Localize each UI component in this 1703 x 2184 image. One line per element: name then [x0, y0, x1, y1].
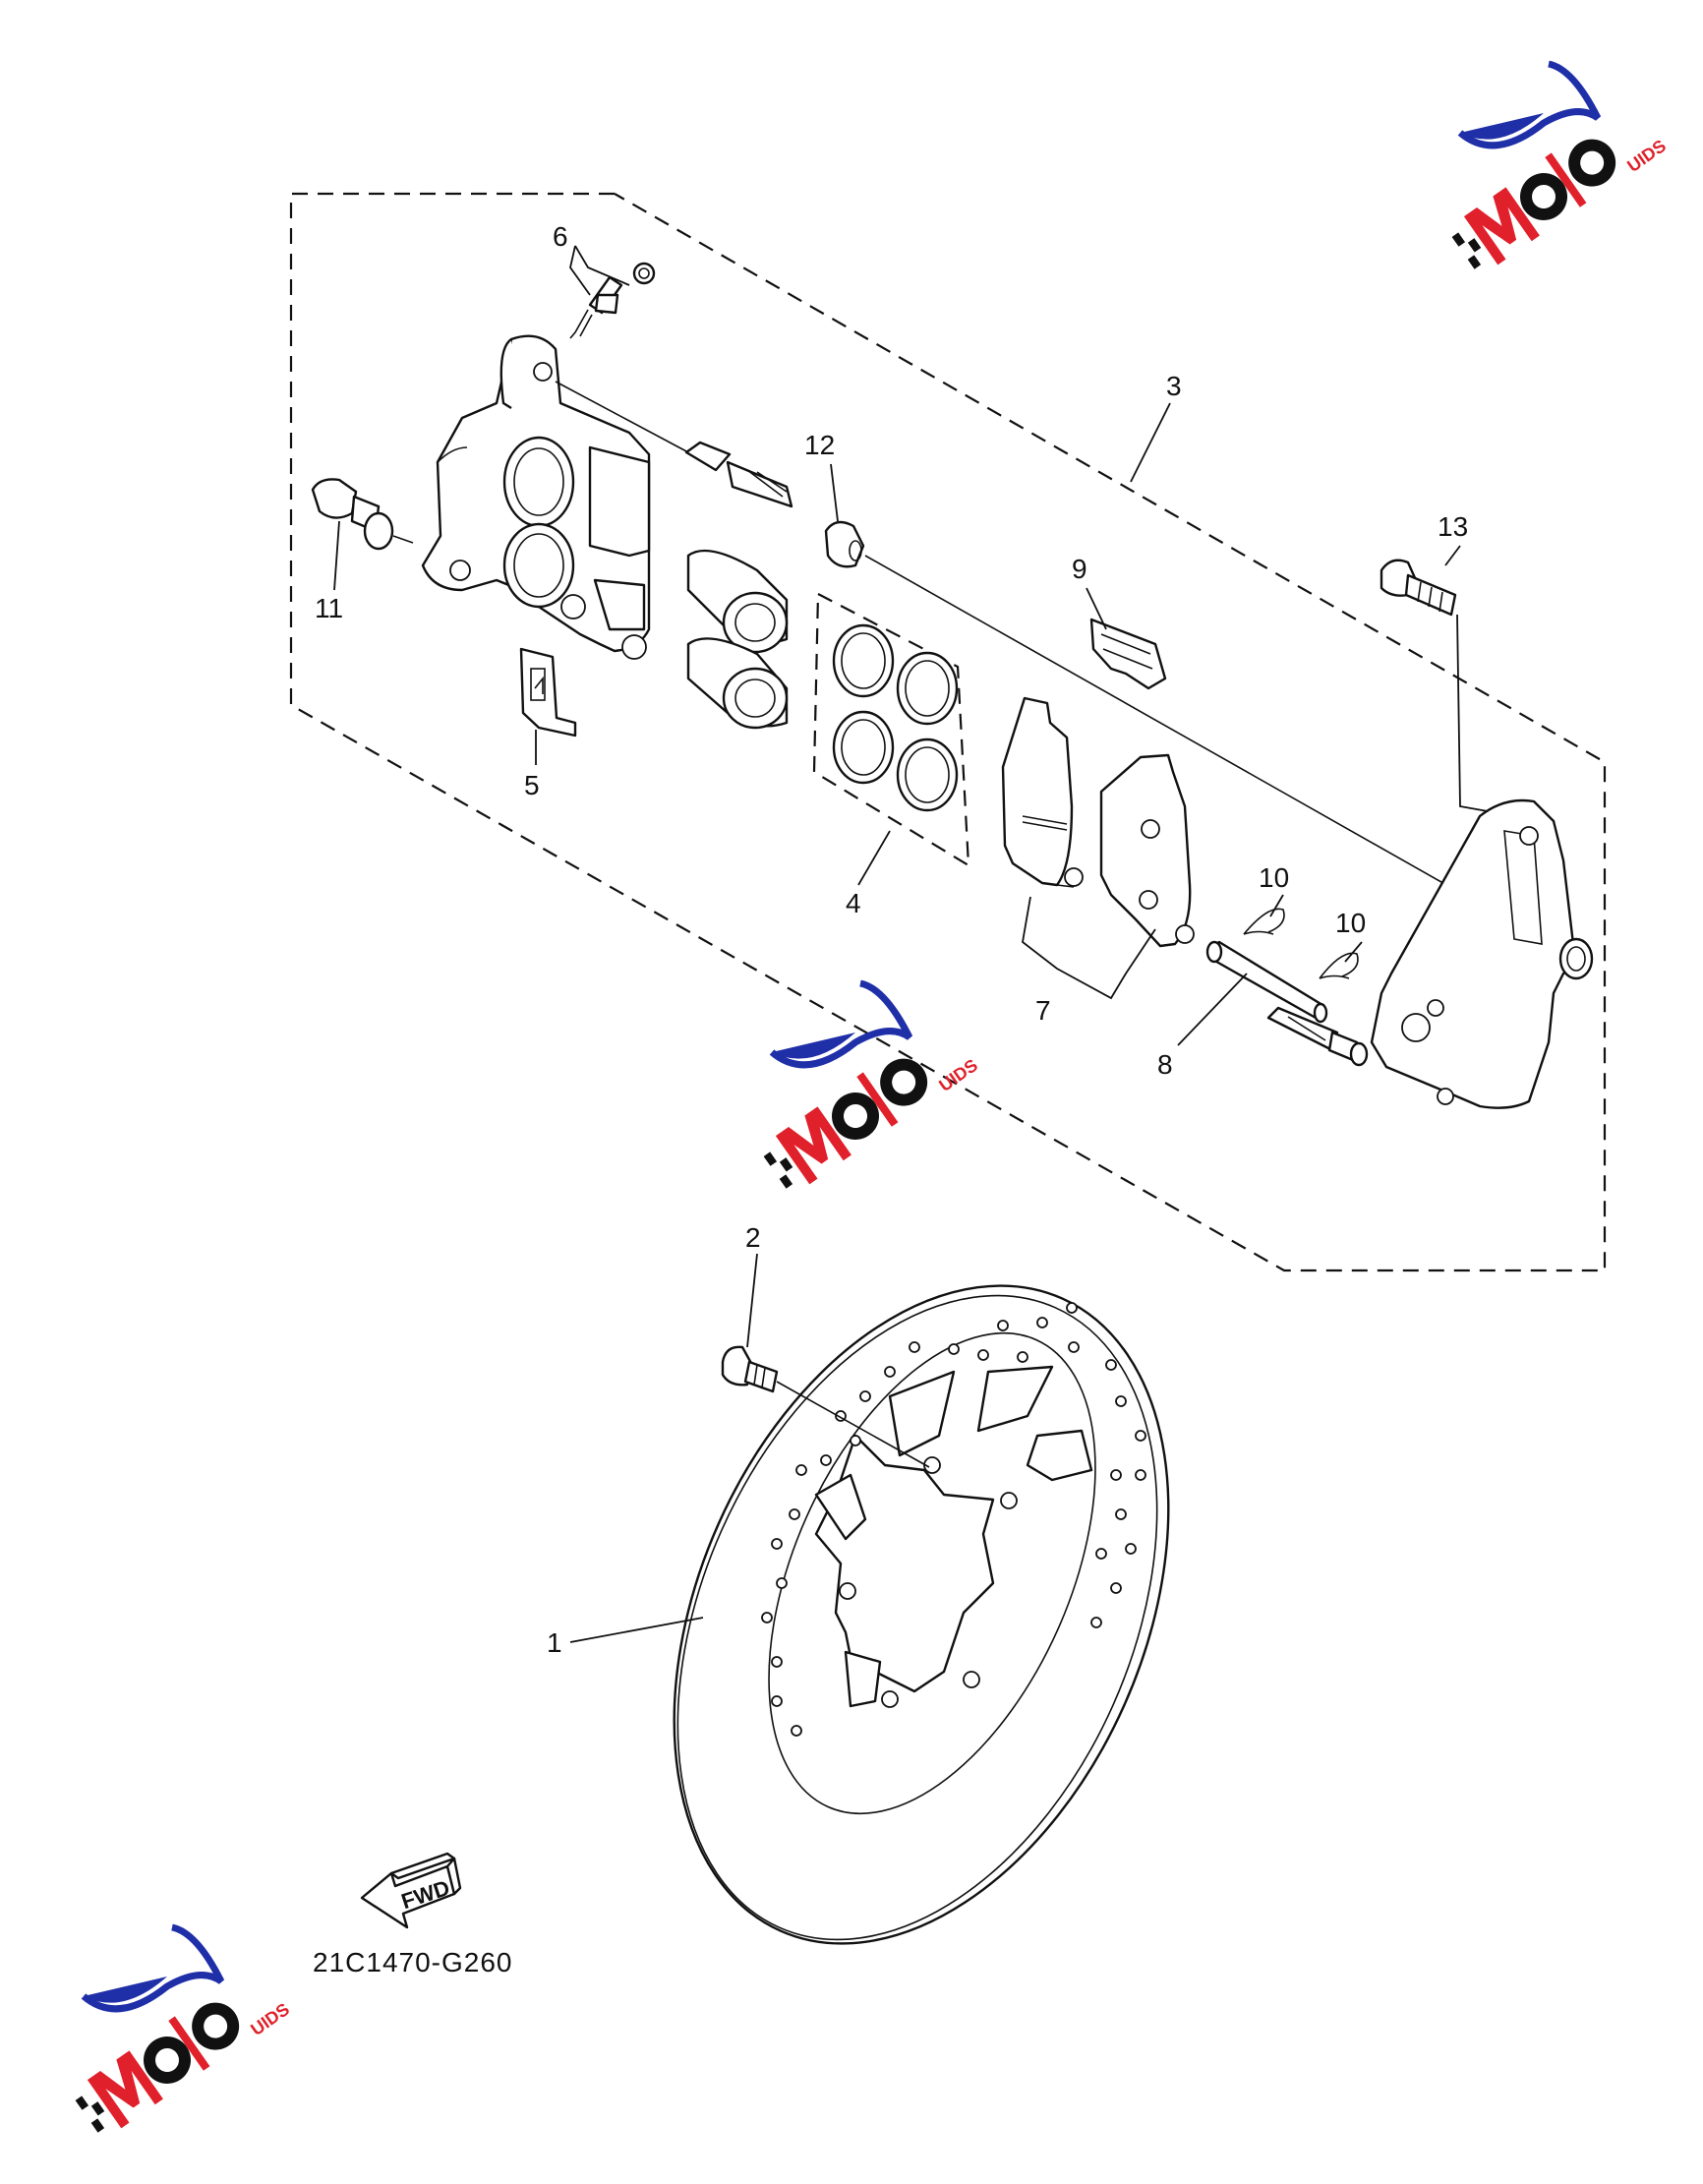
leader-8	[1177, 973, 1248, 1046]
callout-9: 9	[1072, 554, 1087, 584]
callout-1: 1	[547, 1627, 562, 1658]
callout-11: 11	[315, 593, 343, 623]
axis-line-upper	[555, 381, 689, 453]
slide-pin-boot	[824, 520, 865, 568]
caliper-bracket	[1370, 798, 1594, 1109]
leader-13-line	[1456, 614, 1505, 815]
callout-13: 13	[1438, 511, 1468, 542]
slide-pin-lower	[1266, 1006, 1369, 1067]
leader-6	[574, 245, 630, 286]
callout-7: 7	[1035, 995, 1051, 1026]
brake-pad-front	[1001, 696, 1084, 888]
seal-kit-boundary	[812, 593, 970, 868]
disc-bolt	[721, 1345, 779, 1393]
pad-clip	[1089, 618, 1167, 690]
callout-12: 12	[804, 430, 835, 460]
brake-disc	[673, 1284, 1170, 1945]
callout-3: 3	[1166, 371, 1182, 401]
forward-arrow-icon: FWD	[360, 1852, 462, 1929]
leader-10a	[1269, 894, 1284, 917]
callout-2: 2	[745, 1222, 761, 1253]
callout-10-upper: 10	[1259, 862, 1289, 893]
leader-7	[1022, 896, 1156, 1000]
seal-rings	[832, 623, 959, 812]
svg-text:UIDS: UIDS	[247, 1999, 293, 2039]
svg-text:UIDS: UIDS	[935, 1055, 981, 1095]
moto-guids-logo-bottom-left: UIDS	[75, 1923, 293, 2133]
slide-pin-upper	[684, 441, 793, 508]
callout-5: 5	[524, 770, 540, 800]
moto-guids-logo-center: UIDS	[763, 979, 981, 1189]
axis-line-disc	[776, 1381, 930, 1468]
bleed-screw	[569, 262, 656, 339]
callout-8: 8	[1157, 1049, 1173, 1080]
leader-12	[830, 463, 839, 522]
bracket-bolt	[1380, 559, 1457, 617]
callout-4: 4	[846, 888, 861, 918]
leader-4	[857, 830, 891, 886]
brake-pad-rear	[1099, 753, 1195, 948]
piston-upper	[686, 549, 789, 654]
r-clip-upper	[1243, 908, 1285, 935]
pad-spring	[519, 647, 577, 738]
leader-6b	[569, 245, 591, 296]
leader-3	[1130, 402, 1171, 483]
piston-lower	[686, 637, 789, 730]
leader-11	[333, 520, 340, 591]
pad-pin	[1205, 940, 1328, 1024]
slide-pin-bolt	[311, 478, 414, 551]
axis-line-main	[864, 555, 1456, 891]
leader-9	[1086, 587, 1107, 630]
moto-guids-logo-top-right: UIDS	[1451, 60, 1670, 269]
caliper-body	[421, 334, 651, 660]
disc-holes	[761, 1302, 1146, 1737]
drawing-code: 21C1470-G260	[313, 1947, 512, 1977]
callout-10-lower: 10	[1335, 908, 1366, 938]
leader-1	[569, 1617, 704, 1643]
leader-10b	[1344, 941, 1363, 963]
r-clip-lower	[1319, 952, 1359, 979]
leader-2	[746, 1253, 758, 1348]
assembly-boundary	[289, 192, 1607, 1272]
leader-13	[1444, 545, 1461, 566]
svg-text:UIDS: UIDS	[1623, 136, 1670, 176]
callout-6: 6	[553, 221, 568, 252]
